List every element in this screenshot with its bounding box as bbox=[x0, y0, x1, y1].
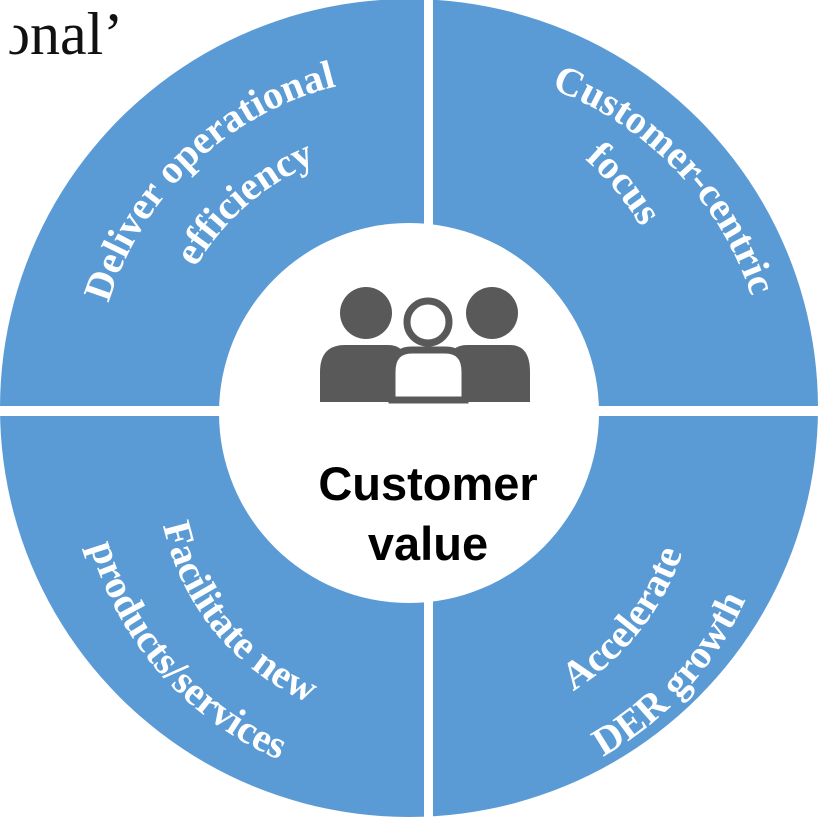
separator-vertical-bottom bbox=[424, 598, 433, 822]
arrow-notch-bottom-right bbox=[760, 730, 818, 822]
cropped-heading-fragment: onal’ bbox=[0, 1, 124, 67]
arrow-notch-top-right bbox=[760, 0, 818, 80]
separator-vertical-top bbox=[424, 0, 433, 228]
people-group-icon bbox=[320, 287, 530, 404]
separator-horizontal-right bbox=[590, 406, 818, 416]
center-label-line2: value bbox=[368, 517, 488, 570]
arrow-notch-bottom-left bbox=[0, 760, 60, 822]
center-label-line1: Customer bbox=[318, 457, 537, 510]
arrow-notch-top-left bbox=[0, 0, 18, 110]
separator-horizontal-left bbox=[0, 406, 225, 416]
